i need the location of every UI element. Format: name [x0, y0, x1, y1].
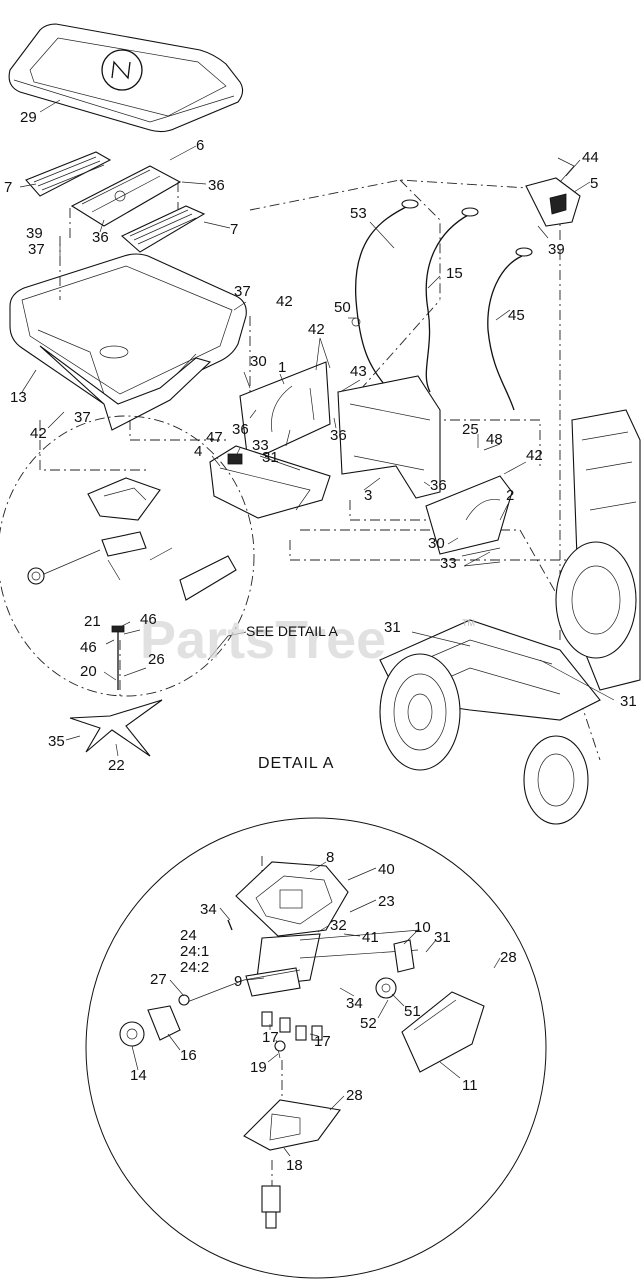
- callout-17-left: 17: [262, 1029, 279, 1046]
- callout-5: 5: [590, 175, 598, 192]
- callout-40: 40: [378, 861, 395, 878]
- hopper-bin: [9, 253, 247, 431]
- detail-a-view: [85, 817, 547, 1279]
- callout-1: 1: [278, 359, 286, 376]
- callout-37-hopper-left: 37: [28, 241, 45, 258]
- callout-46-upper: 46: [140, 611, 157, 628]
- callout-42-plate: 42: [308, 321, 325, 338]
- see-detail-a-label: SEE DETAIL A: [246, 623, 338, 639]
- partstree-watermark: PartsTree: [140, 610, 386, 670]
- callout-24-1: 24:1: [180, 943, 209, 960]
- callout-43: 43: [350, 363, 367, 380]
- callout-28-right: 28: [500, 949, 517, 966]
- callout-31-frame-left: 31: [384, 619, 401, 636]
- callout-8: 8: [326, 849, 334, 866]
- screens-and-bracket: [25, 151, 206, 253]
- callout-36-plate-left: 36: [232, 421, 249, 438]
- callout-19: 19: [250, 1059, 267, 1076]
- assembly-guide-lines: [39, 179, 640, 761]
- callout-numbers: 29 6 7 36 36 7 39 37 37 42 13 42 37 53 1…: [4, 109, 637, 1174]
- callout-21: 21: [84, 613, 101, 630]
- callout-42-hopper-bottom: 42: [30, 425, 47, 442]
- callout-50: 50: [334, 299, 351, 316]
- callout-17-right: 17: [314, 1033, 331, 1050]
- callout-51: 51: [404, 1003, 421, 1020]
- callout-41: 41: [362, 929, 379, 946]
- callout-45: 45: [508, 307, 525, 324]
- callout-25: 25: [462, 421, 479, 438]
- callout-31-frame-right: 31: [620, 693, 637, 710]
- mount-plates: [209, 361, 513, 557]
- callout-36-plate-mid: 36: [330, 427, 347, 444]
- callout-3: 3: [364, 487, 372, 504]
- callout-4: 4: [194, 443, 202, 460]
- leader-lines: [19, 99, 615, 1157]
- callout-42-hopper-right: 42: [276, 293, 293, 310]
- callout-23: 23: [378, 893, 395, 910]
- hopper-lid: [8, 23, 244, 133]
- callout-20: 20: [80, 663, 97, 680]
- callout-36-bracket-left: 36: [92, 229, 109, 246]
- callout-37-hopper-right: 37: [234, 283, 251, 300]
- callout-9: 9: [234, 973, 242, 990]
- callout-7-lower-screen: 7: [230, 221, 238, 238]
- callout-31-plate: 31: [262, 449, 279, 466]
- callout-34-lower: 34: [346, 995, 363, 1012]
- callout-32: 32: [330, 917, 347, 934]
- callout-53: 53: [350, 205, 367, 222]
- callout-47: 47: [206, 429, 223, 446]
- callout-11: 11: [462, 1077, 478, 1094]
- callout-34-upper: 34: [200, 901, 217, 918]
- callout-30-lower: 30: [428, 535, 445, 552]
- callout-33-upper: 33: [252, 437, 269, 454]
- mower-frame: [379, 409, 641, 825]
- callout-42-right: 42: [526, 447, 543, 464]
- callout-29: 29: [20, 109, 37, 126]
- callout-6: 6: [196, 137, 204, 154]
- callout-30-upper: 30: [250, 353, 267, 370]
- callout-13: 13: [10, 389, 27, 406]
- callout-28-lower: 28: [346, 1087, 363, 1104]
- callout-7-upper-screen: 7: [4, 179, 12, 196]
- control-cables: [351, 199, 533, 411]
- callout-10: 10: [414, 919, 431, 936]
- callout-31-detail: 31: [434, 929, 451, 946]
- callout-18: 18: [286, 1157, 303, 1174]
- callout-22: 22: [108, 757, 125, 774]
- callout-39-control: 39: [548, 241, 565, 258]
- callout-27: 27: [150, 971, 167, 988]
- callout-48: 48: [486, 431, 503, 448]
- callout-14: 14: [130, 1067, 147, 1084]
- callout-52: 52: [360, 1015, 377, 1032]
- callout-37-hopper-bottom: 37: [74, 409, 91, 426]
- callout-39-hopper: 39: [26, 225, 43, 242]
- callout-36-plate-right: 36: [430, 477, 447, 494]
- detail-a-heading: DETAIL A: [258, 755, 334, 772]
- spinner-overview: [0, 415, 255, 757]
- callout-24-2: 24:2: [180, 959, 209, 976]
- callout-2: 2: [506, 487, 514, 504]
- control-bracket: [525, 157, 581, 227]
- callout-26: 26: [148, 651, 165, 668]
- callout-16: 16: [180, 1047, 197, 1064]
- callout-46-lower: 46: [80, 639, 97, 656]
- watermark-trademark-mark: TM: [462, 618, 475, 628]
- callout-36-bracket: 36: [208, 177, 225, 194]
- callout-33-lower: 33: [440, 555, 457, 572]
- callout-44: 44: [582, 149, 599, 166]
- callout-15: 15: [446, 265, 463, 282]
- callout-35: 35: [48, 733, 65, 750]
- callout-24: 24: [180, 927, 197, 944]
